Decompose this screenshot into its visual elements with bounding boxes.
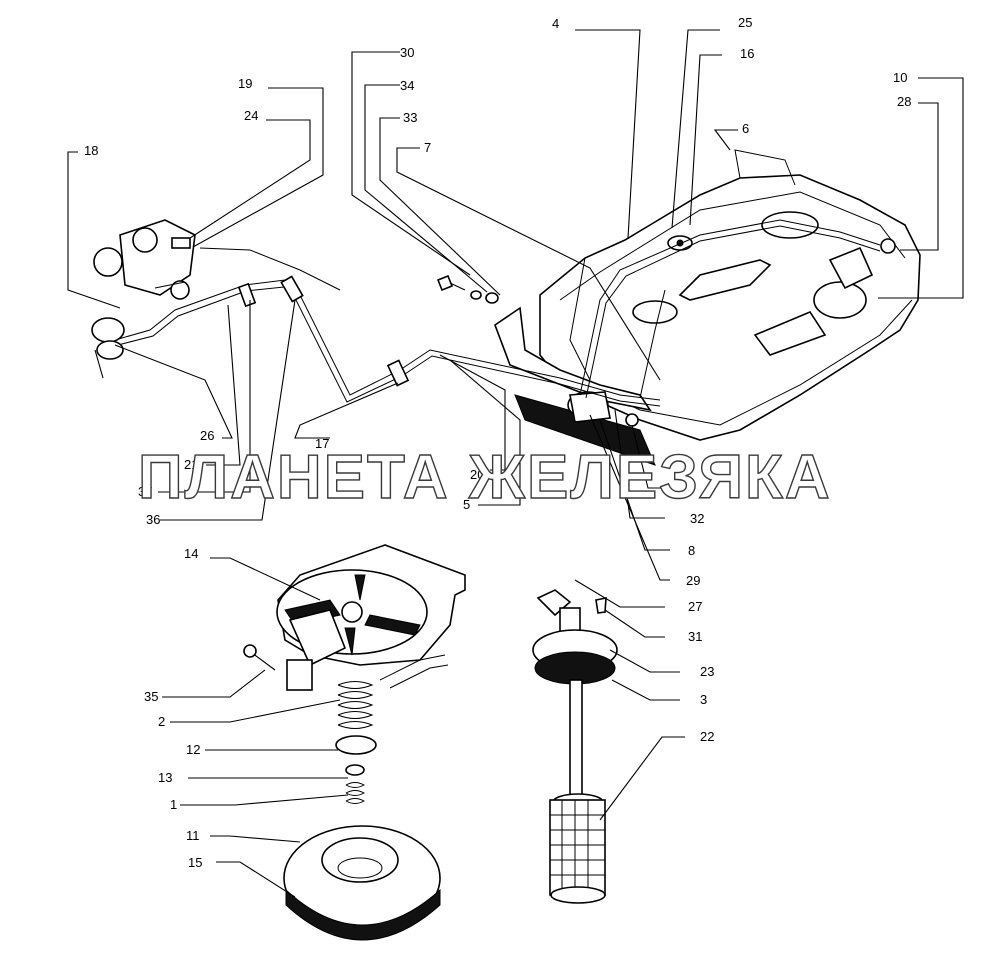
callout-24: 24: [244, 108, 258, 123]
pickup-tube-assembly: [532, 589, 618, 904]
callout-29: 29: [686, 573, 700, 588]
line-clamps: [237, 275, 410, 387]
callout-14: 14: [184, 546, 198, 561]
mounting-cup: [283, 825, 441, 941]
callout-13: 13: [158, 770, 172, 785]
callout-37: 37: [138, 484, 152, 499]
small-spring: [345, 782, 366, 804]
sensor-flange-assembly: [243, 544, 466, 691]
callout-2: 2: [158, 714, 165, 729]
callout-23: 23: [700, 664, 714, 679]
bolt-and-washers: [436, 274, 499, 304]
callout-11: 11: [186, 828, 200, 843]
fuel-lines: [114, 219, 881, 407]
watermark-text: ПЛАНЕТА ЖЕЛЕЗЯКА: [138, 443, 832, 512]
filter-mesh: [550, 800, 605, 895]
callout-27: 27: [688, 599, 702, 614]
callout-19: 19: [238, 76, 252, 91]
callout-1: 1: [170, 797, 177, 812]
callout-32: 32: [690, 511, 704, 526]
callout-26: 26: [200, 428, 214, 443]
callout-10: 10: [893, 70, 907, 85]
callout-15: 15: [188, 855, 202, 870]
fuel-tank: [494, 149, 921, 466]
callout-16: 16: [740, 46, 754, 61]
callout-30: 30: [400, 45, 414, 60]
callout-17: 17: [315, 436, 329, 451]
spring: [337, 681, 374, 729]
callout-labels: 4 25 16 6 10 28 30 34 33 7 19 24 18 26 2…: [84, 15, 911, 870]
callout-5: 5: [463, 497, 470, 512]
callout-36: 36: [146, 512, 160, 527]
callout-8: 8: [688, 543, 695, 558]
callout-28: 28: [897, 94, 911, 109]
spring-seat: [335, 735, 377, 755]
callout-20: 20: [470, 467, 484, 482]
callout-6: 6: [742, 121, 749, 136]
callout-35: 35: [144, 689, 158, 704]
callout-7: 7: [424, 140, 431, 155]
inline-fuel-filter: [91, 317, 125, 379]
fuel-level-sensor: [813, 238, 896, 319]
leader-lines: [67, 29, 964, 898]
callout-25: 25: [738, 15, 752, 30]
callout-34: 34: [400, 78, 414, 93]
callout-12: 12: [186, 742, 200, 757]
callout-31: 31: [688, 629, 702, 644]
callout-3: 3: [700, 692, 707, 707]
callout-22: 22: [700, 729, 714, 744]
fuel-pump-assembly: [93, 219, 196, 300]
small-washer: [345, 764, 365, 776]
callout-21: 21: [184, 457, 198, 472]
callout-18: 18: [84, 143, 98, 158]
callout-9: 9: [688, 480, 695, 495]
callout-4: 4: [552, 16, 559, 31]
callout-33: 33: [403, 110, 417, 125]
